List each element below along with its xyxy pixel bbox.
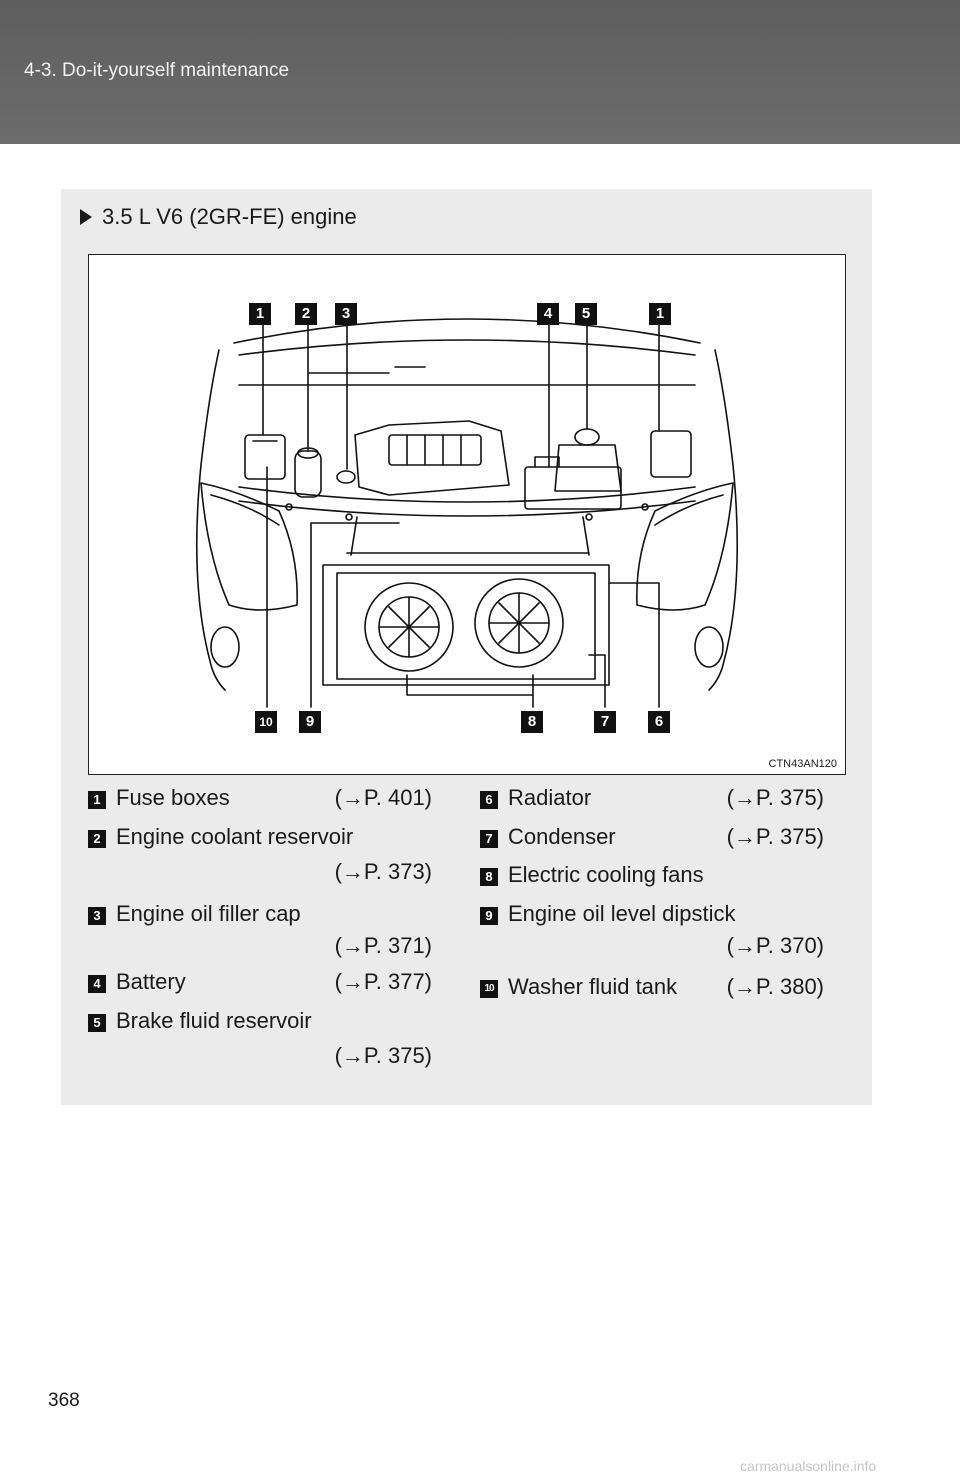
callout-1-left: 1 (249, 303, 271, 325)
legend-number: 8 (480, 868, 498, 886)
triangle-bullet-icon (80, 209, 92, 225)
legend-label: Battery (116, 969, 186, 994)
legend-page-ref: (→P. 401) (334, 785, 432, 810)
legend-label: Engine oil level dipstick (508, 901, 736, 926)
legend-page-ref: (→P. 370) (726, 933, 824, 958)
legend-label: Electric cooling fans (508, 862, 704, 887)
figure-code: CTN43AN120 (768, 758, 837, 770)
legend-number: 9 (480, 907, 498, 925)
legend-page-ref: (→P. 371) (334, 933, 432, 958)
legend-label: Radiator (508, 785, 592, 810)
page-number: 368 (48, 1390, 80, 1411)
legend-number: 2 (88, 830, 106, 848)
callout-6: 6 (648, 711, 670, 733)
legend-number: 7 (480, 830, 498, 848)
legend-label: Washer fluid tank (508, 974, 678, 999)
callout-10: 10 (255, 711, 277, 733)
legend-number: 10 (480, 980, 498, 998)
engine-compartment-figure: 1 2 3 4 5 1 10 9 8 7 6 CTN43AN120 (88, 254, 846, 775)
legend-page-ref: (→P. 375) (726, 824, 824, 849)
legend-page-ref: (→P. 375) (334, 1043, 432, 1068)
legend-page-ref: (→P. 373) (334, 859, 432, 884)
callout-2: 2 (295, 303, 317, 325)
legend-label: Engine coolant reservoir (116, 824, 354, 849)
legend-number: 1 (88, 791, 106, 809)
callout-7: 7 (594, 711, 616, 733)
callout-4: 4 (537, 303, 559, 325)
legend-number: 6 (480, 791, 498, 809)
legend-label: Condenser (508, 824, 616, 849)
callout-5: 5 (575, 303, 597, 325)
engine-illustration (195, 318, 739, 708)
section-heading: 3.5 L V6 (2GR-FE) engine (80, 204, 357, 230)
page-header: 4-3. Do-it-yourself maintenance (0, 0, 960, 144)
callout-8: 8 (521, 711, 543, 733)
callout-9: 9 (299, 711, 321, 733)
section-heading-text: 3.5 L V6 (2GR-FE) engine (102, 204, 357, 229)
callout-1-right: 1 (649, 303, 671, 325)
legend-label: Brake fluid reservoir (116, 1008, 312, 1033)
legend-number: 4 (88, 975, 106, 993)
legend-page-ref: (→P. 380) (726, 974, 824, 999)
legend-label: Fuse boxes (116, 785, 230, 810)
legend-page-ref: (→P. 377) (334, 969, 432, 994)
callout-3: 3 (335, 303, 357, 325)
legend-page-ref: (→P. 375) (726, 785, 824, 810)
legend-number: 3 (88, 907, 106, 925)
chapter-title: 4-3. Do-it-yourself maintenance (24, 60, 290, 81)
legend-number: 5 (88, 1014, 106, 1032)
watermark: carmanualsonline.info (740, 1458, 877, 1474)
legend-label: Engine oil filler cap (116, 901, 301, 926)
